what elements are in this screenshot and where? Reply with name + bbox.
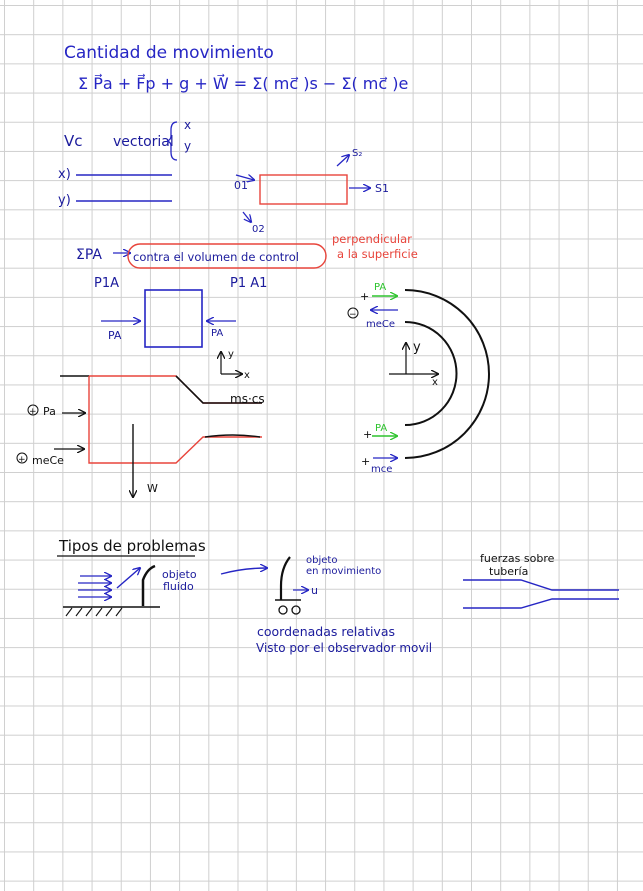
bend-pa-bottom-label: PA xyxy=(375,423,387,434)
moving-object-label-1: objeto xyxy=(306,555,337,566)
pa-right-label: PA xyxy=(211,328,223,339)
pipe-forces-label-2: tubería xyxy=(489,565,528,578)
bend-pa-top-label: PA xyxy=(374,282,386,293)
control-volume-rect xyxy=(259,174,348,205)
weight-label: W xyxy=(147,482,158,495)
wheel-icon xyxy=(278,605,288,615)
line-y-label: y) xyxy=(58,193,71,208)
to-surface-text: a la superficie xyxy=(337,247,418,261)
axis-y-label-small: y xyxy=(228,349,234,360)
nozzle-top-wall xyxy=(175,375,262,404)
bend-axis-y-label: y xyxy=(413,340,421,355)
axis-y-label: y xyxy=(184,139,191,153)
p1a-right-label: P1 A1 xyxy=(230,276,267,291)
pa-left-label: PA xyxy=(108,329,122,342)
against-cv-oval xyxy=(127,243,327,269)
bend-outer-wall xyxy=(404,289,490,459)
nozzle-bottom-wall xyxy=(204,434,261,438)
bend-inner-wall xyxy=(404,321,458,426)
cv-boundary-bottom xyxy=(88,376,262,464)
pa-nozzle-label: Pa xyxy=(43,405,56,418)
pipe-top-line xyxy=(463,579,619,591)
inlet-bottom-label: 02 xyxy=(252,224,265,235)
inlet-label: 01 xyxy=(234,179,248,192)
outlet-top-label: S₂ xyxy=(352,148,362,159)
pipe-bottom-line xyxy=(463,598,619,609)
bend-axis-x-label: x xyxy=(432,377,438,388)
sum-pa-label: ΣPA xyxy=(76,247,102,263)
deflected-arrow xyxy=(116,568,140,589)
outlet-right-label: S1 xyxy=(375,182,389,195)
moving-vane xyxy=(279,556,291,600)
fixed-object-label: objeto xyxy=(162,568,197,581)
p1a-left-label: P1A xyxy=(94,276,119,291)
plus-sign-2: + xyxy=(18,455,26,465)
axis-x-label: x xyxy=(184,118,191,132)
velocity-label: u xyxy=(311,584,318,597)
mece-nozzle-label: meCe xyxy=(32,454,64,467)
problem-types-heading: Tipos de problemas xyxy=(58,537,206,555)
page-title: Cantidad de movimiento xyxy=(64,43,274,63)
bend-minus: − xyxy=(349,310,357,320)
wheel-icon xyxy=(291,605,301,615)
moving-object-label-2: en movimiento xyxy=(306,566,381,577)
outlet-arrow-top xyxy=(336,155,349,167)
fluid-label: fluido xyxy=(163,580,194,593)
against-cv-text: contra el volumen de control xyxy=(133,250,299,264)
minus-circle-icon xyxy=(347,307,359,319)
bend-plus-bottom-2: + xyxy=(361,455,370,468)
observer-text: Visto por el observador movil xyxy=(256,641,432,655)
brace-icon xyxy=(166,121,178,161)
pipe-forces-label-1: fuerzas sobre xyxy=(480,552,555,565)
bend-plus-top: + xyxy=(360,290,369,303)
mscs-label: ms·cs xyxy=(230,392,265,406)
momentum-equation: Σ P⃗a + F⃗p + g + W⃗ = Σ( mc⃗ )s − Σ( mc… xyxy=(78,73,408,93)
relative-coords-text: coordenadas relativas xyxy=(257,624,395,639)
axis-x-label-small: x xyxy=(244,370,250,381)
perpendicular-text: perpendicular xyxy=(332,232,412,246)
inlet-arrow-top xyxy=(235,175,254,180)
plus-circle-icon xyxy=(16,452,28,464)
jet-arrow xyxy=(220,568,267,575)
ground-hatch xyxy=(65,607,123,617)
plus-circle-icon xyxy=(27,404,39,416)
inlet-arrow-bottom xyxy=(242,211,251,222)
fixed-vane xyxy=(141,564,156,606)
line-x-label: x) xyxy=(58,167,71,182)
pressure-square xyxy=(144,289,203,348)
vc-label: Vc xyxy=(64,132,83,150)
vectorial-label: vectorial xyxy=(113,134,174,150)
bend-mece-label: meCe xyxy=(366,319,395,330)
plus-sign-1: + xyxy=(29,407,37,417)
bend-plus-bottom-1: + xyxy=(363,428,372,441)
bend-mce-label: mce xyxy=(371,464,392,475)
